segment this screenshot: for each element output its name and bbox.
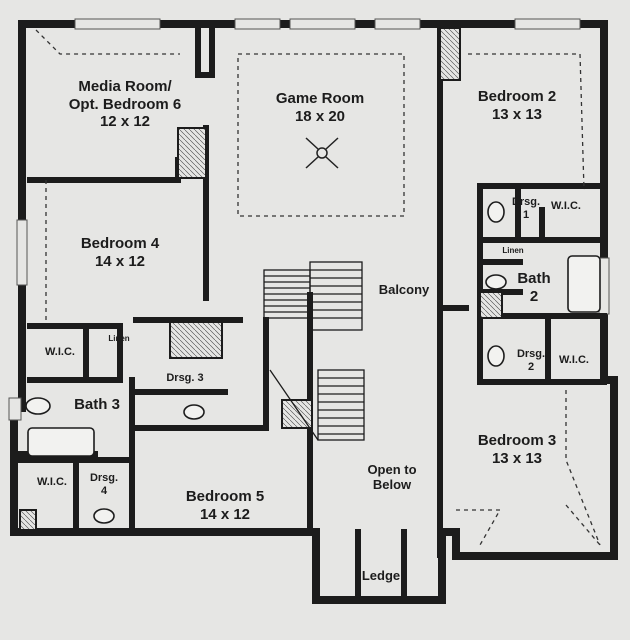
fixtures xyxy=(25,201,601,524)
wic-bedroom3-label: W.I.C. xyxy=(559,354,589,366)
drsg-4-label: Drsg. 4 xyxy=(89,472,119,497)
ceiling-fan-icon xyxy=(305,137,339,169)
bath-2-label: Bath 2 xyxy=(517,270,551,305)
wic-bedroom4-label: W.I.C. xyxy=(45,346,75,358)
windows xyxy=(8,18,610,421)
bedroom-3-label: Bedroom 3 13 x 13 xyxy=(477,432,557,467)
bedroom-5-label: Bedroom 5 14 x 12 xyxy=(185,488,265,523)
drsg-3-label: Drsg. 3 xyxy=(166,372,204,384)
bedroom-2-label: Bedroom 2 13 x 13 xyxy=(477,88,557,123)
game-room-label: Game Room 18 x 20 xyxy=(275,90,365,125)
bedroom-4-label: Bedroom 4 14 x 12 xyxy=(80,235,160,270)
drsg-1-label: Drsg. 1 xyxy=(511,196,541,221)
drsg-2-label: Drsg. 2 xyxy=(516,348,546,373)
wic-bedroom2-label: W.I.C. xyxy=(551,200,581,212)
balcony-label: Balcony xyxy=(378,282,430,297)
linen-left-label: Linen xyxy=(108,334,130,343)
media-room-label: Media Room/ Opt. Bedroom 6 12 x 12 xyxy=(68,78,182,131)
ceiling-dashes xyxy=(35,29,601,546)
wic-bedroom5-label: W.I.C. xyxy=(37,476,67,488)
open-to-below-label: Open to Below xyxy=(367,462,417,493)
linen-right-label: Linen xyxy=(502,246,524,255)
stairs xyxy=(263,261,365,441)
ledge-label: Ledge xyxy=(361,568,401,583)
bath-3-label: Bath 3 xyxy=(74,396,120,413)
